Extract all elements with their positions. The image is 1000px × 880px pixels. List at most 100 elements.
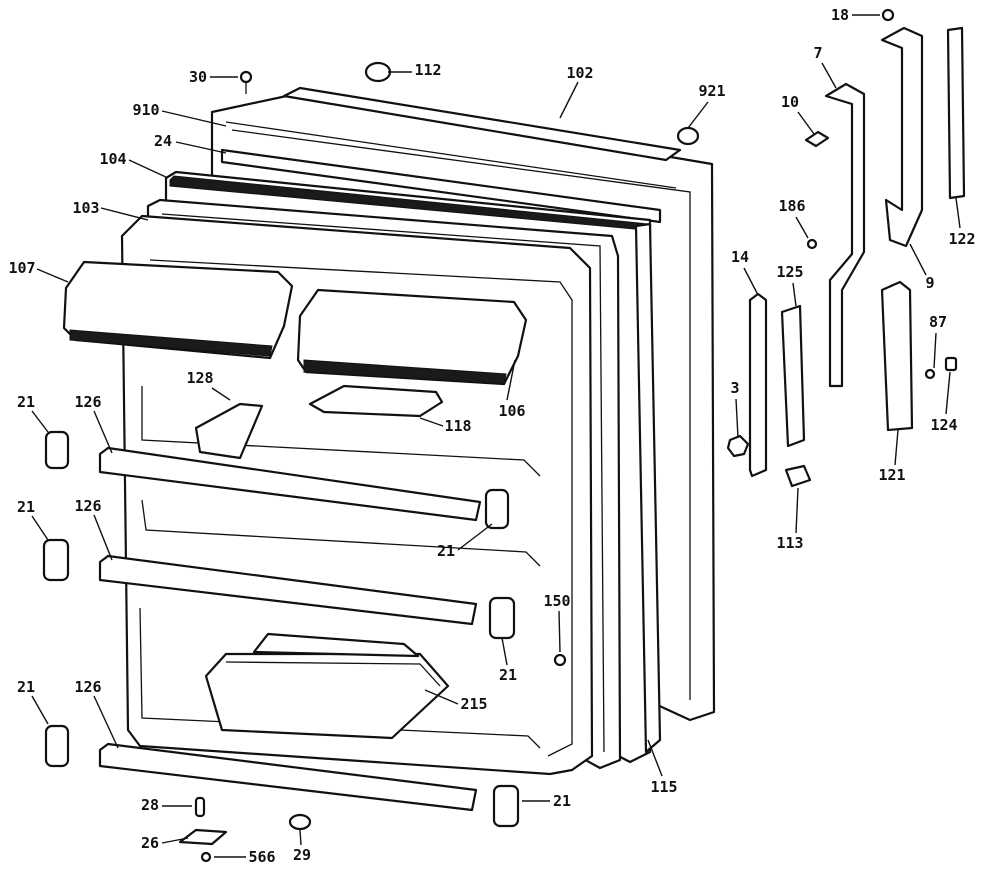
leader-line <box>128 159 169 179</box>
link-10 <box>804 130 830 148</box>
callout-c126c: 126 <box>74 678 119 749</box>
gasket-side-strip <box>634 222 662 754</box>
callout-c21e: 21 <box>17 678 49 725</box>
rail-122 <box>946 26 966 200</box>
callout-c126a: 126 <box>74 393 113 454</box>
part-number-label: 14 <box>731 248 749 266</box>
leader-line <box>559 81 579 119</box>
part-number-label: 107 <box>8 259 35 277</box>
part-number-label: 128 <box>186 369 213 387</box>
end-cap-left-lower <box>44 724 70 768</box>
door-bin <box>204 652 450 740</box>
leader-line <box>558 610 561 653</box>
part-number-label: 115 <box>650 778 677 796</box>
callout-c103: 103 <box>72 199 149 221</box>
callout-c10: 10 <box>781 93 815 135</box>
leader-line <box>419 417 444 427</box>
part-number-label: 18 <box>831 6 849 24</box>
shelf-bar-upper <box>98 446 482 522</box>
leader-line <box>93 514 113 561</box>
part-number-label: 122 <box>948 230 975 248</box>
plug-112-icon <box>364 61 392 83</box>
part-number-label: 87 <box>929 313 947 331</box>
leader-line <box>795 216 809 239</box>
upper-shelf-recess <box>141 386 541 477</box>
callout-c14: 14 <box>731 248 759 296</box>
leader-line <box>457 523 493 551</box>
middle-shelf-recess <box>141 499 541 567</box>
callout-c124: 124 <box>930 371 958 434</box>
part-number-label: 126 <box>74 393 101 411</box>
callout-c26: 26 <box>141 834 189 852</box>
dairy-door-right <box>296 288 528 386</box>
callout-c910: 910 <box>132 101 227 127</box>
callout-c21a: 21 <box>17 393 49 433</box>
part-number-label: 910 <box>132 101 159 119</box>
leader-line <box>743 267 759 296</box>
leader-line <box>797 111 815 135</box>
breaker-strip <box>220 148 662 224</box>
part-number-label: 121 <box>878 466 905 484</box>
leader-line <box>100 207 149 221</box>
leader-line <box>31 695 49 725</box>
callout-c121: 121 <box>878 429 906 484</box>
leader-line <box>424 689 459 705</box>
outer-door-panel-inner-edge <box>231 129 691 700</box>
callout-c125: 125 <box>776 263 804 307</box>
leader-line <box>821 62 837 89</box>
plug-921-icon <box>676 126 700 146</box>
end-cap-right-middle <box>488 596 516 640</box>
leader-line <box>687 101 709 129</box>
callout-c7: 7 <box>813 44 837 89</box>
part-number-label: 921 <box>698 82 725 100</box>
callout-c30: 30 <box>189 68 238 86</box>
screw-30-icon <box>239 70 253 94</box>
outer-door-top-face <box>225 121 677 189</box>
hinge-plate-26-icon <box>178 828 228 846</box>
part-number-label: 21 <box>553 792 571 810</box>
leader-line <box>894 429 899 466</box>
callout-c566: 566 <box>214 848 276 866</box>
callout-c104: 104 <box>99 150 169 179</box>
callout-c87: 87 <box>929 313 947 369</box>
callout-c113: 113 <box>776 487 804 552</box>
screw-150-icon <box>553 653 567 667</box>
screw-18-icon <box>881 8 895 22</box>
leader-line <box>933 332 937 369</box>
clip-124-icon <box>944 356 958 372</box>
leader-line <box>36 268 69 283</box>
bushing-29-icon <box>288 813 312 831</box>
part-number-label: 125 <box>776 263 803 281</box>
leader-line <box>735 398 739 439</box>
part-number-label: 112 <box>414 61 441 79</box>
part-number-label: 21 <box>437 542 455 560</box>
part-number-label: 29 <box>293 846 311 864</box>
leader-line <box>299 829 302 846</box>
callout-c21f: 21 <box>522 792 571 810</box>
screw-566-icon <box>200 851 212 863</box>
leader-line <box>909 243 927 276</box>
part-number-label: 24 <box>154 132 172 150</box>
part-number-label: 186 <box>778 197 805 215</box>
part-number-label: 9 <box>925 274 934 292</box>
screw-186-icon <box>806 238 818 250</box>
leader-line <box>501 637 508 666</box>
leader-line <box>506 359 516 401</box>
top-cap-strip <box>282 86 682 162</box>
callout-c107: 107 <box>8 259 69 283</box>
end-cap-left-middle <box>42 538 70 582</box>
callout-c126b: 126 <box>74 497 113 561</box>
part-number-label: 21 <box>17 393 35 411</box>
callout-c21d: 21 <box>499 637 517 684</box>
callout-c128: 128 <box>186 369 231 401</box>
callout-c9: 9 <box>909 243 935 292</box>
leader-line <box>161 837 189 844</box>
callout-c921: 921 <box>687 82 726 129</box>
dairy-door-left-bottom <box>69 329 273 357</box>
callout-c18: 18 <box>831 6 880 24</box>
part-number-label: 215 <box>460 695 487 713</box>
leader-line <box>945 371 951 415</box>
clip-28-icon <box>194 796 206 818</box>
